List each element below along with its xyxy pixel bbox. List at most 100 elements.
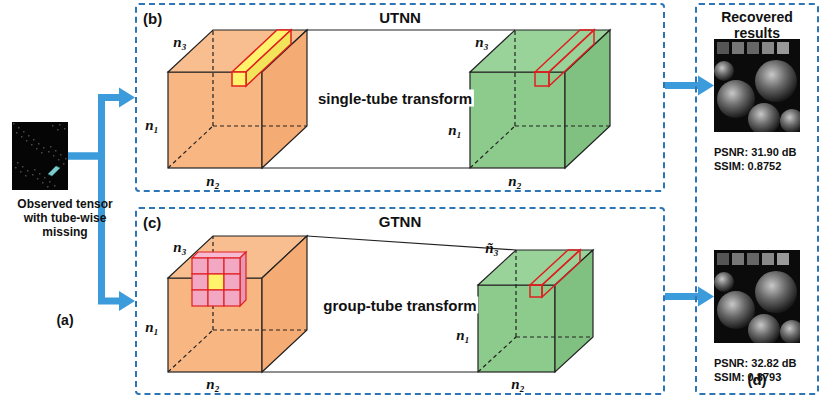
drawing-rect (192, 274, 208, 290)
drawing-line (307, 29, 515, 30)
drawing-line (213, 125, 307, 126)
drawing-line (168, 330, 213, 372)
drawing-rect (52, 125, 54, 127)
drawing-circle (755, 60, 797, 102)
node-text: (b) (143, 10, 162, 27)
drawing-line (478, 337, 516, 372)
axis-label: ñ₃ (485, 240, 499, 257)
drawing-rect (48, 151, 50, 153)
drawing-rect (777, 42, 789, 54)
drawing-rect (530, 285, 542, 297)
drawing-polygon (542, 250, 580, 297)
drawing-polygon (240, 252, 246, 306)
drawing-rect (470, 72, 565, 168)
drawing-rect (747, 253, 759, 265)
drawing-rect (777, 253, 789, 265)
drawing-rect (168, 72, 262, 168)
drawing-rect (59, 124, 61, 126)
drawing-polygon (698, 287, 714, 307)
drawing-rect (26, 140, 28, 142)
drawing-polygon (549, 30, 594, 86)
results-panel: Recovered results(d)PSNR: 31.90 dBSSIM: … (695, 3, 819, 395)
drawing-rect (50, 146, 52, 148)
drawing-rect (717, 253, 729, 265)
drawing-rect (37, 178, 39, 180)
drawing-rect (64, 128, 66, 130)
drawing-line (307, 236, 516, 250)
node-text: UTNN (137, 9, 663, 26)
drawing-rect (192, 258, 208, 274)
drawing-circle (717, 80, 755, 118)
drawing-line (470, 126, 515, 168)
node-text: (a) (4, 312, 126, 328)
observed-tensor: Observed tensor with tube-wise missing(a… (12, 122, 68, 190)
drawing-circle (780, 109, 800, 132)
drawing-rect (49, 181, 51, 183)
drawing-rect (36, 148, 38, 150)
node-text: PSNR: 31.90 dB (714, 146, 818, 159)
drawing-circle (717, 291, 755, 329)
drawing-rect (224, 290, 240, 306)
drawing-g (530, 250, 580, 297)
drawing-rect (28, 135, 30, 137)
drawing-rect (23, 131, 25, 133)
drawing-rect (31, 144, 33, 146)
drawing-rect (65, 158, 67, 160)
drawing-rect (60, 154, 62, 156)
drawing-polygon (262, 236, 307, 372)
node-text: (c) (143, 214, 161, 231)
input-cube-c (168, 236, 307, 372)
axis-label: n₂ (206, 376, 220, 393)
drawing-rect (34, 169, 36, 171)
drawing-g (535, 30, 594, 86)
axis-label: n₃ (173, 239, 187, 256)
drawing-rect (38, 143, 40, 145)
drawing-rect (762, 253, 774, 265)
axis-label: n₁ (448, 122, 462, 139)
drawing-rect (54, 185, 56, 187)
drawing-polygon (246, 30, 291, 86)
node-text: SSIM: 0.8793 (714, 371, 818, 384)
output-cube-c (478, 250, 593, 372)
drawing-svg (714, 39, 800, 132)
drawing-svg (714, 250, 800, 343)
drawing-rect (15, 167, 17, 169)
drawing-polygon (698, 76, 714, 96)
node-text: PSNR: 32.82 dB (714, 357, 818, 370)
node-text: Observed tensor with tube-wise missing (4, 198, 126, 239)
drawing-rect (33, 139, 35, 141)
drawing-line (515, 125, 610, 126)
drawing-svg (12, 122, 68, 190)
axis-label: n₁ (456, 327, 470, 344)
drawing-line (168, 126, 213, 168)
flow-arrow (665, 287, 714, 307)
recovered-image: PSNR: 31.90 dBSSIM: 0.8752 (714, 39, 800, 132)
drawing-rect (43, 147, 45, 149)
drawing-rect (25, 175, 27, 177)
drawing-path (68, 98, 121, 157)
drawing-polygon (119, 291, 135, 311)
drawing-rect (32, 174, 34, 176)
drawing-g (478, 250, 593, 372)
transform-label: group-tube transform (321, 297, 478, 314)
drawing-rect (41, 152, 43, 154)
transform-label: single-tube transform (316, 90, 474, 107)
drawing-rect (208, 290, 224, 306)
drawing-rect (535, 72, 549, 86)
node-text: Recovered results (697, 9, 817, 41)
drawing-rect (57, 129, 59, 131)
drawing-rect (18, 127, 20, 129)
output-cube-b (470, 30, 610, 168)
drawing-g (232, 30, 291, 86)
tube-group (192, 252, 246, 306)
drawing-g (168, 236, 307, 372)
drawing-circle (748, 103, 780, 132)
drawing-rect (27, 170, 29, 172)
drawing-rect (208, 274, 224, 290)
axis-label: n₁ (145, 319, 159, 336)
drawing-rect (39, 173, 41, 175)
drawing-rect (224, 258, 240, 274)
drawing-rect (21, 136, 23, 138)
